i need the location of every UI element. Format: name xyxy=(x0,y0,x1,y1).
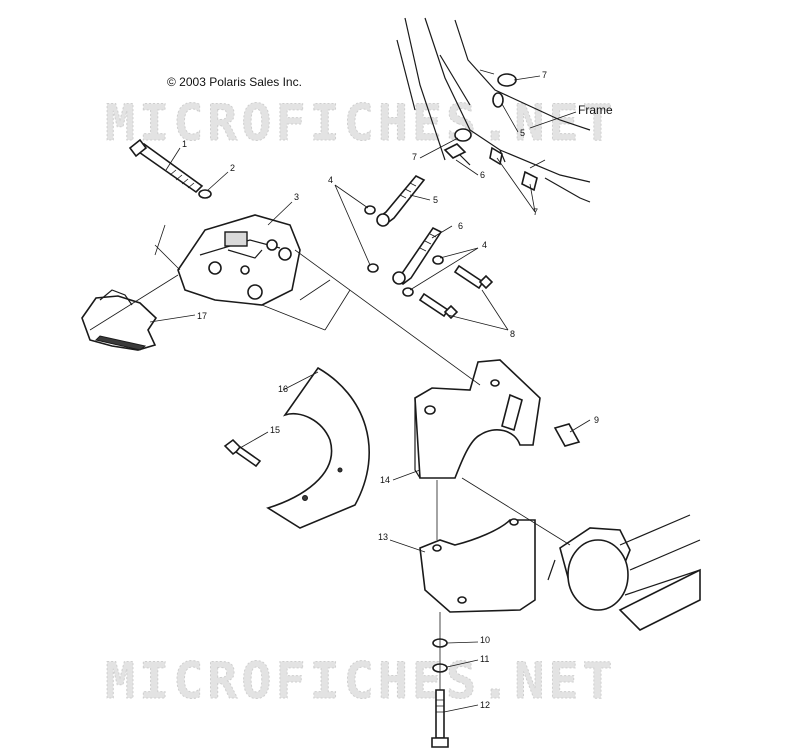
disc-bolt xyxy=(223,438,262,468)
bushing xyxy=(553,423,581,447)
callout-6-frame: 6 xyxy=(480,170,485,180)
frame-clip-b xyxy=(521,170,538,192)
washer-b xyxy=(367,263,379,273)
callout-numbers: 1 2 3 4 4 5 5 6 6 7 7 7 8 9 10 11 12 13 … xyxy=(182,70,599,710)
leader-lines xyxy=(149,75,591,713)
caliper-bolt xyxy=(128,138,204,194)
callout-7-right: 7 xyxy=(533,207,538,217)
frame-clip-a xyxy=(489,146,503,166)
frame-bushing xyxy=(443,143,467,159)
callout-9: 9 xyxy=(594,415,599,425)
callout-5-frame: 5 xyxy=(520,128,525,138)
callout-16: 16 xyxy=(278,384,288,394)
brake-disc-half xyxy=(266,366,370,529)
callout-13: 13 xyxy=(378,532,388,542)
callout-11: 11 xyxy=(480,654,489,664)
callout-2: 2 xyxy=(230,163,235,173)
linkage-rod-lower xyxy=(392,226,443,285)
caliper-bracket-upper xyxy=(414,359,541,479)
bracket-bolt xyxy=(431,689,449,748)
mounting-bolt-lower xyxy=(418,292,459,320)
frame-nut-lower xyxy=(454,128,472,142)
callout-4-lower: 4 xyxy=(482,240,487,250)
callout-7-top: 7 xyxy=(542,70,547,80)
caliper-bracket-lower xyxy=(419,519,536,613)
copyright-text: © 2003 Polaris Sales Inc. xyxy=(167,75,302,89)
callout-14: 14 xyxy=(380,475,390,485)
linkage-rod-upper xyxy=(376,175,426,227)
brake-caliper xyxy=(177,214,301,306)
frame-nut-upper xyxy=(497,73,517,87)
callout-4-upper: 4 xyxy=(328,175,333,185)
frame-assembly: Frame xyxy=(396,17,613,203)
callout-12: 12 xyxy=(480,700,490,710)
construction-lines xyxy=(89,224,571,690)
watermark-bottom: MICROFICHES.NET xyxy=(105,652,617,710)
callout-6-linkage: 6 xyxy=(458,221,463,231)
watermark-top: MICROFICHES.NET xyxy=(105,94,617,152)
callout-15: 15 xyxy=(270,425,280,435)
frame-bolt-upper xyxy=(492,92,504,108)
mounting-bolt-upper xyxy=(453,264,494,290)
frame-label: Frame xyxy=(578,103,613,117)
callout-7-left: 7 xyxy=(412,152,417,162)
caliper-washer xyxy=(198,189,212,199)
callout-8: 8 xyxy=(510,329,515,339)
callout-10: 10 xyxy=(480,635,490,645)
axle-housing xyxy=(547,514,701,631)
callout-5-linkage: 5 xyxy=(433,195,438,205)
brake-pads xyxy=(81,289,158,351)
callout-3: 3 xyxy=(294,192,299,202)
callout-1: 1 xyxy=(182,139,187,149)
callout-17: 17 xyxy=(197,311,207,321)
